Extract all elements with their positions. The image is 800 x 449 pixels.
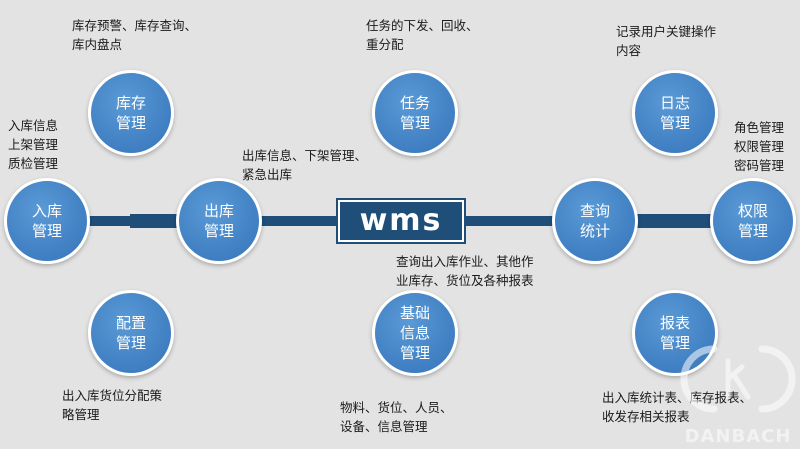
desc-inventory: 库存预警、库存查询、 库内盘点 [72, 18, 198, 52]
node-label: 基础 信息 管理 [399, 304, 430, 362]
desc-basic: 物料、货位、人员、 设备、信息管理 [340, 400, 453, 434]
node-config: 配置 管理 [88, 290, 174, 376]
desc-outbound: 出库信息、下架管理、 紧急出库 [242, 148, 368, 182]
node-basic: 基础 信息 管理 [372, 290, 458, 376]
node-query: 查询 统计 [552, 178, 638, 264]
desc-config: 出入库货位分配策 略管理 [62, 388, 163, 422]
watermark-text: DANBACH [684, 426, 792, 447]
wms-title: WMS [359, 203, 443, 238]
connector-right-mid [620, 214, 720, 228]
node-task: 任务 管理 [372, 70, 458, 156]
node-label: 库存 管理 [115, 94, 146, 132]
desc-query: 查询出入库作业、其他作 业库存、货位及各种报表 [396, 254, 534, 288]
node-inbound: 入库 管理 [4, 178, 90, 264]
node-label: 配置 管理 [115, 314, 146, 352]
danbach-watermark: DANBACH [678, 337, 798, 447]
node-report: 报表 管理 [632, 290, 718, 376]
desc-inbound: 入库信息 上架管理 质检管理 [8, 118, 59, 171]
danbach-logo-icon [680, 345, 796, 413]
desc-permission: 角色管理 权限管理 密码管理 [734, 120, 785, 173]
node-label: 权限 管理 [737, 202, 768, 240]
desc-log: 记录用户关键操作 内容 [616, 24, 717, 58]
node-label: 报表 管理 [659, 314, 690, 352]
node-label: 查询 统计 [579, 202, 610, 240]
node-label: 出库 管理 [203, 202, 234, 240]
node-label: 入库 管理 [31, 202, 62, 240]
node-inventory: 库存 管理 [88, 70, 174, 156]
node-label: 日志 管理 [659, 94, 690, 132]
wms-center-label: WMS [336, 198, 466, 244]
desc-report: 出入库统计表、库存报表、 收发存相关报表 [602, 390, 753, 424]
node-log: 日志 管理 [632, 70, 718, 156]
node-permission: 权限 管理 [710, 178, 796, 264]
node-outbound: 出库 管理 [176, 178, 262, 264]
desc-task: 任务的下发、回收、 重分配 [366, 18, 479, 52]
node-label: 任务 管理 [399, 94, 430, 132]
